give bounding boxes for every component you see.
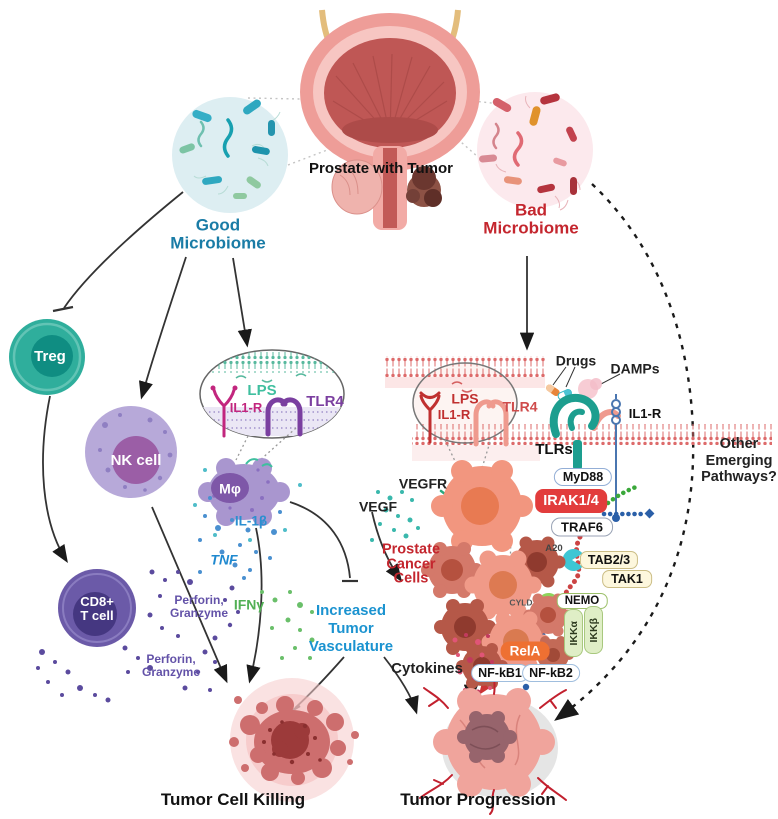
nemo-box: NEMO	[556, 593, 608, 609]
bladder-prostate-illustration	[300, 9, 480, 230]
treg-label: Treg	[34, 347, 66, 365]
ikkb-box: IKKβ	[584, 606, 603, 654]
cd8-t-cell-label: CD8+ T cell	[80, 593, 114, 623]
tlrs-label: TLRs	[535, 440, 573, 458]
other-pathways-label: Other Emerging Pathways?	[701, 435, 777, 486]
il1r-left-label: IL1-R	[229, 399, 263, 415]
increased-tumor-vasculature-label: Increased Tumor Vasculature	[308, 602, 394, 655]
bad-bacteria	[479, 93, 581, 211]
tumor-progression-blob	[419, 667, 567, 815]
drug-pill-icon	[546, 384, 560, 397]
ifng-label: IFNγ	[233, 596, 265, 613]
vegfr-label: VEGFR	[398, 475, 448, 492]
nfkb2-box: NF-kB2	[522, 664, 580, 682]
ikka-label: IKKα	[567, 620, 580, 646]
perforin-granzyme-label-2: Perforin, Granzyme	[141, 652, 201, 679]
tumor-cell-killing-blob	[229, 678, 359, 802]
prostate-with-tumor-label: Prostate with Tumor	[309, 159, 453, 177]
ifng-dots	[260, 590, 315, 660]
a20-pacman-icon	[562, 549, 583, 572]
vegf-label: VEGF	[358, 498, 398, 515]
tumor-progression-label: Tumor Progression	[400, 789, 556, 809]
tab23-box: TAB2/3	[579, 551, 639, 569]
bad-microbiome-circle	[477, 92, 593, 211]
ikkb-label: IKKβ	[587, 617, 600, 643]
traf6-box: TRAF6	[551, 517, 613, 537]
perforin-granzyme-dots	[36, 569, 240, 703]
il1b-tnf-dots	[198, 496, 282, 580]
il1r-right-label: IL1-R	[437, 406, 471, 422]
tlrs-receptor	[549, 393, 621, 470]
lps-left-label: LPS	[247, 381, 277, 399]
tlr4-left-label: TLR4	[306, 392, 344, 410]
cytokines-label: Cytokines	[391, 659, 463, 677]
myd88-box: MyD88	[553, 468, 613, 486]
il1r-membrane-label: IL1-R	[628, 405, 662, 421]
rela-box: RelA	[500, 641, 550, 661]
tumor-cell-killing-label: Tumor Cell Killing	[160, 789, 306, 809]
irak14-box: IRAK1/4	[535, 489, 607, 513]
tlr4-right-label: TLR4	[502, 398, 538, 415]
good-microbiome-circle	[172, 97, 288, 213]
cd8-t-cell	[58, 569, 136, 647]
nfkb1-box: NF-kB1	[471, 664, 529, 682]
il1r-coil-receptor	[611, 394, 621, 522]
cyld-label: CYLD	[509, 597, 533, 608]
tak1-box: TAK1	[602, 570, 652, 588]
prostate-cancer-cells	[421, 460, 574, 689]
drugs-label: Drugs	[555, 352, 597, 369]
other-pathways-dashed-arrow	[554, 183, 695, 721]
nk-cell-label: NK cell	[110, 451, 162, 469]
good-bacteria	[179, 99, 281, 199]
a20-label: A20	[545, 542, 563, 554]
damps-label: DAMPs	[610, 360, 660, 377]
lps-right-label: LPS	[451, 390, 479, 407]
macrophage-label: Mφ	[219, 480, 241, 497]
il1b-label: IL-1β	[234, 513, 268, 529]
prostate-cancer-cells-label: Prostate Cancer Cells	[381, 541, 441, 587]
ikka-box: IKKα	[564, 609, 583, 657]
good-microbiome-label: Good Microbiome	[170, 215, 266, 253]
tnf-label: TNF	[210, 551, 238, 568]
drugs-damps-group	[546, 366, 621, 401]
bad-microbiome-label: Bad Microbiome	[483, 200, 579, 238]
treg-cell	[9, 319, 85, 395]
perforin-granzyme-label-1: Perforin, Granzyme	[169, 593, 229, 620]
nk-cell	[85, 406, 177, 498]
